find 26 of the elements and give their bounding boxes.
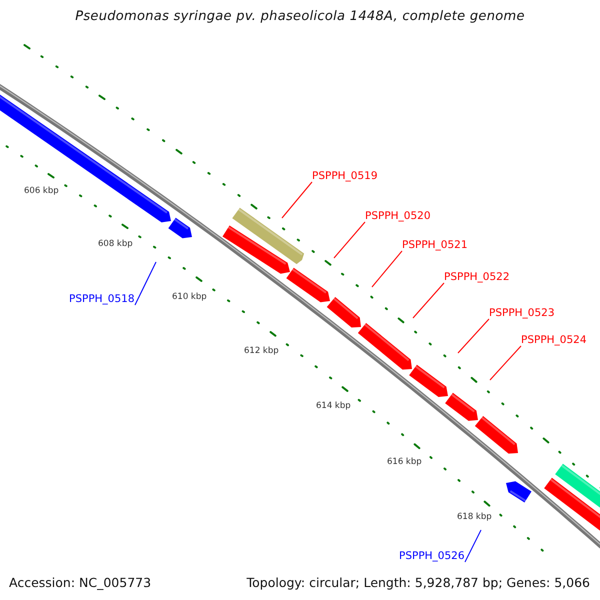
leader-line xyxy=(490,346,522,380)
gene-label: PSPPH_0520 xyxy=(365,210,431,222)
gene-label: PSPPH_0526 xyxy=(399,550,465,562)
gene-label: PSPPH_0523 xyxy=(489,307,555,319)
scale-label: 616 kbp xyxy=(387,457,422,467)
gene-label: PSPPH_0521 xyxy=(402,239,468,251)
leader-line xyxy=(134,262,156,306)
gene-label: PSPPH_0519 xyxy=(312,170,378,182)
scale-label: 608 kbp xyxy=(98,239,133,249)
gene-label: PSPPH_0518 xyxy=(69,293,135,305)
scale-label: 606 kbp xyxy=(24,186,59,196)
scale-label: 610 kbp xyxy=(172,292,207,302)
scale-label: 612 kbp xyxy=(244,346,279,356)
chart-title: Pseudomonas syringae pv. phaseolicola 1448A, complete genome xyxy=(74,9,526,24)
gene-label: PSPPH_0524 xyxy=(521,334,587,346)
scale-label: 614 kbp xyxy=(316,401,351,411)
scale-label: 618 kbp xyxy=(457,512,492,522)
leader-line xyxy=(372,250,402,288)
genome-info: Topology: circular; Length: 5,928,787 bp; Genes: 5,066 xyxy=(246,575,590,590)
leader-line xyxy=(458,318,490,354)
leader-line xyxy=(412,282,444,318)
genome-info: Accession: NC_005773 xyxy=(9,575,152,590)
leader-line xyxy=(334,222,366,258)
leader-line xyxy=(282,182,312,218)
gene-label: PSPPH_0522 xyxy=(444,271,510,283)
leader-line xyxy=(464,530,482,562)
